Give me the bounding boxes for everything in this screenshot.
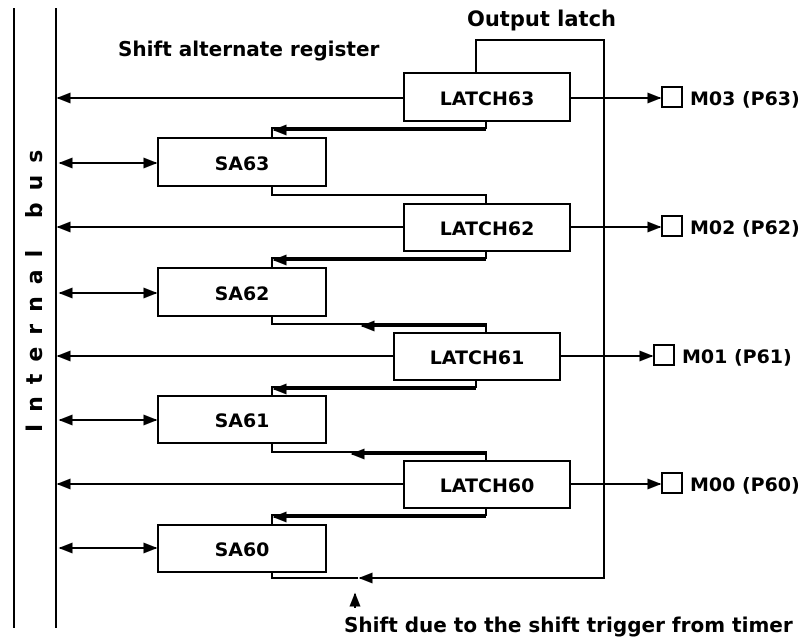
sa61-box [157, 395, 327, 444]
m02-pin-label: M02 (P62) [690, 217, 800, 239]
latch63-to-sa63-bracket [271, 121, 487, 137]
sa60-bottom-connector [271, 572, 358, 579]
latch60-to-sa60-bracket [271, 508, 487, 525]
sa60-label: SA60 [215, 539, 270, 561]
latch62-to-sa62-bracket [271, 251, 487, 268]
latch63-label: LATCH63 [440, 88, 535, 110]
m03-pin-square [661, 86, 683, 108]
sa61-to-latch60-bracket [271, 443, 487, 461]
shift-trigger-note: Shift due to the shift trigger from time… [344, 613, 793, 637]
internal-bus-label: Internal bus [23, 138, 48, 432]
sa61-label: SA61 [215, 410, 270, 432]
latch61-label: LATCH61 [430, 347, 525, 369]
m02-pin-square [661, 215, 683, 237]
sa60-box [157, 524, 327, 573]
sa63-box [157, 137, 327, 187]
m00-pin-square [661, 472, 683, 494]
latch60-label: LATCH60 [440, 475, 535, 497]
sa62-label: SA62 [215, 283, 270, 305]
shift-register-title: Shift alternate register [118, 37, 380, 61]
internal-bus-text: Internal bus [23, 138, 48, 432]
sa63-label: SA63 [215, 153, 270, 175]
latch61-to-sa61-bracket [271, 380, 477, 396]
m00-pin-label: M00 (P60) [690, 474, 800, 496]
sa63-to-latch62-bracket [271, 186, 487, 204]
m01-pin-label: M01 (P61) [682, 346, 792, 368]
sa62-to-latch61-bracket [271, 316, 487, 333]
output-latch-feedback-loop [358, 39, 605, 584]
output-latch-title: Output latch [467, 7, 616, 31]
m03-pin-label: M03 (P63) [690, 88, 800, 110]
sa62-box [157, 267, 327, 317]
latch62-label: LATCH62 [440, 218, 535, 240]
latch63-box [403, 72, 571, 122]
m01-pin-square [653, 344, 675, 366]
